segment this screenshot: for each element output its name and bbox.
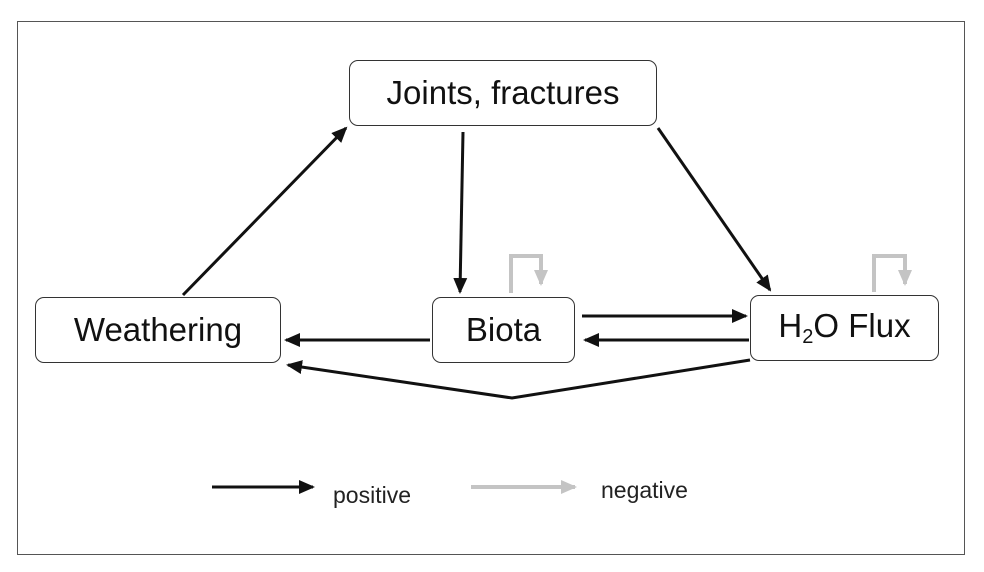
h2o-subscript: 2 [802,326,814,348]
node-joints-label: Joints, fractures [386,74,620,111]
node-h2o-flux: H2O Flux [750,295,939,361]
legend-positive-label: positive [333,482,411,508]
legend-negative-label: negative [601,477,688,503]
node-weathering-label: Weathering [73,311,243,348]
self-loop-biota [509,254,548,293]
node-h2o-label: H2O Flux [778,307,910,349]
arrow-joints-to-h2o [656,127,772,292]
node-joints-fractures: Joints, fractures [349,60,657,126]
h2o-prefix: H [778,307,803,344]
arrow-weathering-to-joints [181,126,348,297]
self-loop-h2o [872,254,912,292]
h2o-suffix: O Flux [813,307,911,344]
node-weathering: Weathering [35,297,281,363]
node-biota-label: Biota [465,311,542,348]
arrow-joints-to-biota [453,131,468,294]
arrow-h2o-to-weathering [286,358,751,400]
node-biota: Biota [432,297,575,363]
